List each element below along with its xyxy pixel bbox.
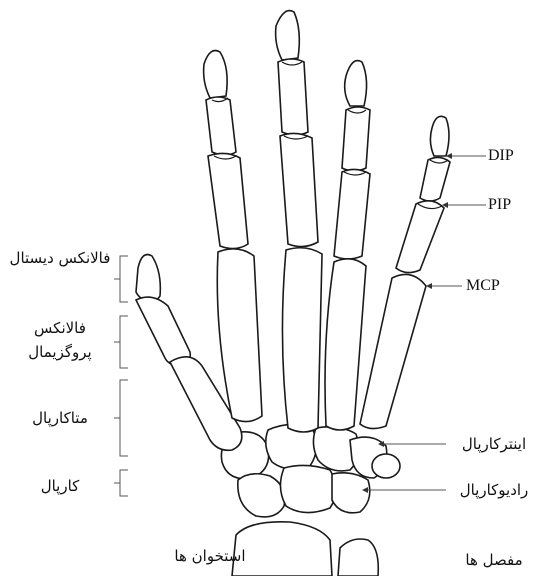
middle-finger-bones bbox=[276, 11, 322, 432]
label-pip: PIP bbox=[488, 195, 511, 215]
caption-bones: استخوان ها bbox=[150, 544, 270, 568]
ring-finger-bones bbox=[325, 61, 370, 430]
bone-brackets bbox=[114, 256, 128, 496]
caption-joints: مفصل ها bbox=[448, 548, 540, 572]
label-intercarpal: اینترکارپال bbox=[448, 432, 540, 456]
carpal-bones bbox=[221, 424, 400, 516]
label-radiocarpal: رادیوکارپال bbox=[448, 478, 540, 502]
label-dip: DIP bbox=[488, 146, 514, 166]
label-proximal-phalanx: فالانکس پروگزیمال bbox=[8, 316, 112, 364]
label-carpal: کارپال bbox=[8, 474, 112, 498]
label-mcp: MCP bbox=[466, 276, 500, 296]
label-metacarpal: متاکارپال bbox=[8, 406, 112, 430]
index-finger-bones bbox=[204, 51, 262, 422]
little-finger-bones bbox=[360, 116, 450, 428]
label-distal-phalanx: فالانکس دیستال bbox=[8, 246, 112, 270]
